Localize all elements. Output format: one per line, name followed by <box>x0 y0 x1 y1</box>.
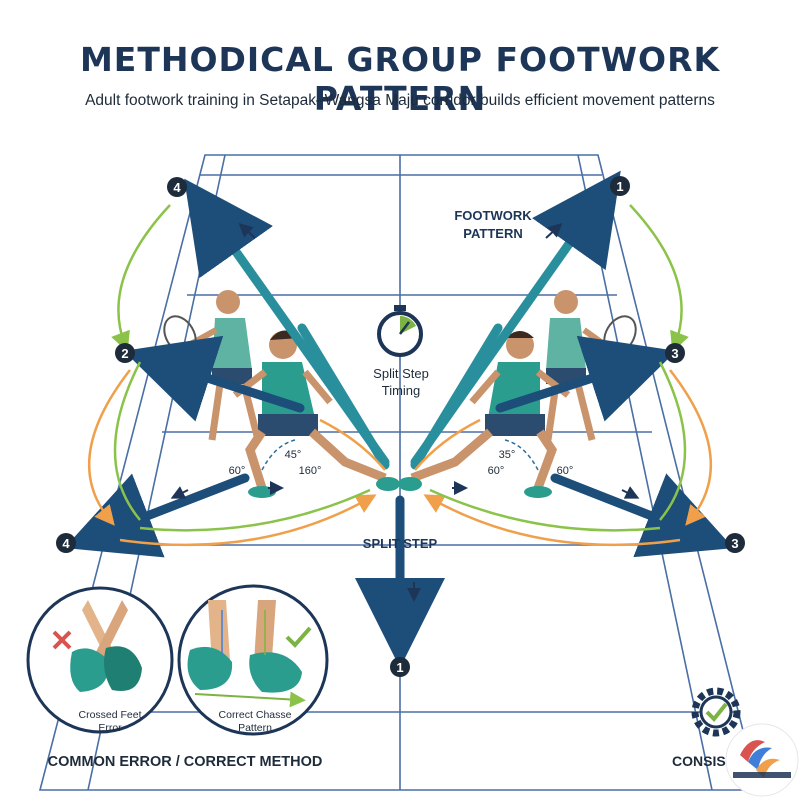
svg-text:4: 4 <box>62 536 70 551</box>
movement-arrows <box>64 170 734 668</box>
angle-right-foot: 60° <box>488 465 505 477</box>
footwork-pattern-label-line2: PATTERN <box>463 226 522 241</box>
number-markers: 4 1 2 3 4 3 1 <box>56 176 745 677</box>
common-error-correct-method-label: COMMON ERROR / CORRECT METHOD <box>48 754 323 770</box>
marker-bottom: 1 <box>390 657 410 677</box>
academy-logo <box>725 723 799 797</box>
correct-chasse-label-line2: Pattern <box>238 722 272 734</box>
angle-right-knee: 35° <box>499 449 516 461</box>
cross-icon <box>52 630 72 650</box>
marker-top-left: 4 <box>167 177 187 197</box>
marker-mid-left: 2 <box>115 343 135 363</box>
angle-right-outer: 60° <box>557 465 574 477</box>
svg-text:1: 1 <box>616 179 623 194</box>
svg-text:2: 2 <box>121 346 128 361</box>
correct-chasse-label-line1: Correct Chasse <box>219 709 292 721</box>
player-front-left <box>232 330 400 498</box>
angle-guides <box>261 439 539 471</box>
svg-text:4: 4 <box>173 180 181 195</box>
correct-chasse-inset: Correct Chasse Pattern <box>177 584 329 736</box>
marker-mid-right: 3 <box>665 343 685 363</box>
split-step-timing-line1: Split Step <box>373 366 429 381</box>
curved-paths <box>87 204 713 547</box>
footwork-pattern-label-line1: FOOTWORK <box>454 208 532 223</box>
gear-check-icon <box>691 687 741 737</box>
marker-top-right: 1 <box>610 176 630 196</box>
split-step-timing-line2: Timing <box>382 383 421 398</box>
angle-left-foot: 160° <box>299 465 322 477</box>
check-icon <box>285 626 312 648</box>
angle-left-outer: 60° <box>229 465 246 477</box>
crossed-feet-label-line1: Crossed Feet <box>78 709 141 721</box>
marker-low-right: 3 <box>725 533 745 553</box>
page-title: METHODICAL GROUP FOOTWORK PATTERN <box>79 40 721 118</box>
svg-text:3: 3 <box>671 346 678 361</box>
stopwatch-icon <box>377 305 423 357</box>
split-step-label: SPLIT STEP <box>363 536 438 551</box>
marker-low-left: 4 <box>56 533 76 553</box>
page-subtitle: Adult footwork training in Setapak–Wangs… <box>85 92 715 109</box>
small-direction-arrows <box>170 222 640 602</box>
svg-text:1: 1 <box>396 660 403 675</box>
consistency-label: CONSIS <box>672 753 726 769</box>
crossed-feet-inset: Crossed Feet Error <box>26 586 174 734</box>
crossed-feet-label-line2: Error <box>98 722 122 734</box>
svg-text:3: 3 <box>731 536 738 551</box>
angle-left-knee: 45° <box>285 449 302 461</box>
